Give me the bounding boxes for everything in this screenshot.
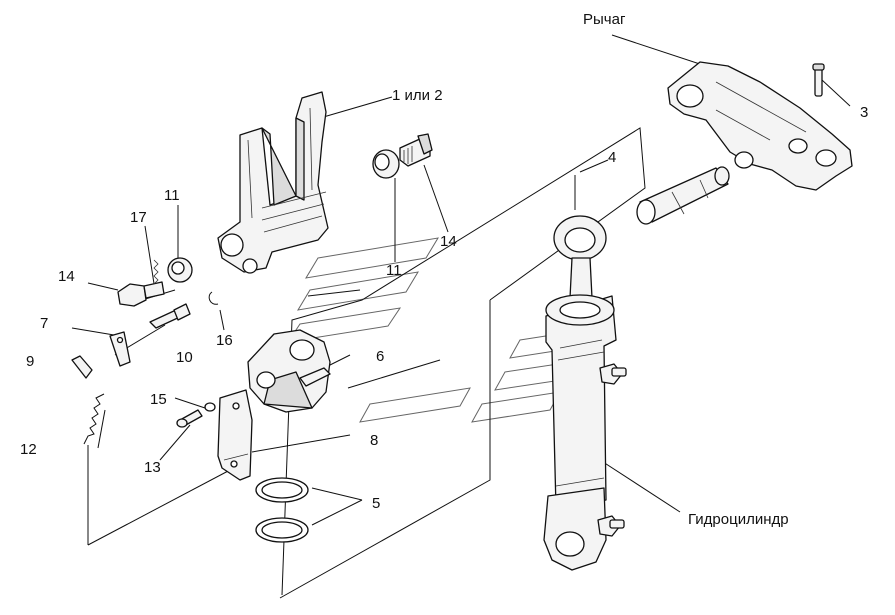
bracket-part-1-or-2 bbox=[217, 91, 329, 274]
label-part-11-upper: 11 bbox=[386, 262, 402, 279]
label-part-7: 7 bbox=[40, 315, 48, 332]
label-part-3: 3 bbox=[860, 104, 868, 121]
bolt-part-13 bbox=[176, 409, 203, 428]
plate-part-8 bbox=[217, 389, 253, 481]
label-part-12: 12 bbox=[20, 441, 37, 458]
label-part-16: 16 bbox=[216, 332, 233, 349]
label-part-6: 6 bbox=[376, 348, 384, 365]
fitting-part-14-upper bbox=[399, 133, 433, 167]
label-part-14-lower: 14 bbox=[58, 268, 75, 285]
bushing-part-11-upper bbox=[372, 149, 400, 179]
label-part-11-lower: 11 bbox=[164, 187, 180, 204]
label-part-10: 10 bbox=[176, 349, 193, 366]
label-part-14-upper: 14 bbox=[440, 233, 457, 250]
spring-pin-part-17 bbox=[153, 259, 159, 285]
ring-part-5-lower bbox=[255, 517, 309, 543]
leader-lines bbox=[71, 34, 851, 599]
washer-part-15 bbox=[204, 402, 216, 412]
label-part-15: 15 bbox=[150, 391, 167, 408]
stud-part-10 bbox=[149, 303, 191, 329]
bolt-part-14-lower bbox=[117, 281, 165, 307]
lever bbox=[667, 61, 853, 191]
label-part-4: 4 bbox=[608, 149, 616, 166]
label-hydraulic-cylinder: Гидроцилиндр bbox=[688, 511, 789, 528]
label-part-9: 9 bbox=[26, 353, 34, 370]
label-lever: Рычаг bbox=[583, 11, 626, 28]
spring-part-12 bbox=[83, 393, 105, 445]
key-part-9 bbox=[71, 355, 93, 379]
label-part-13: 13 bbox=[144, 459, 161, 476]
ring-part-5-upper bbox=[255, 477, 309, 503]
bushing-part-11-lower bbox=[167, 257, 193, 283]
label-part-8: 8 bbox=[370, 432, 378, 449]
hydraulic-cylinder bbox=[543, 215, 627, 571]
label-part-1-or-2: 1 или 2 bbox=[392, 87, 443, 104]
axle-part-4 bbox=[636, 166, 730, 225]
label-part-17: 17 bbox=[130, 209, 147, 226]
pivot-block-part-6 bbox=[247, 329, 331, 413]
clip-part-16 bbox=[208, 291, 219, 305]
pin-part-3 bbox=[812, 63, 825, 97]
bracket-part-7 bbox=[109, 331, 131, 367]
label-part-5: 5 bbox=[372, 495, 380, 512]
